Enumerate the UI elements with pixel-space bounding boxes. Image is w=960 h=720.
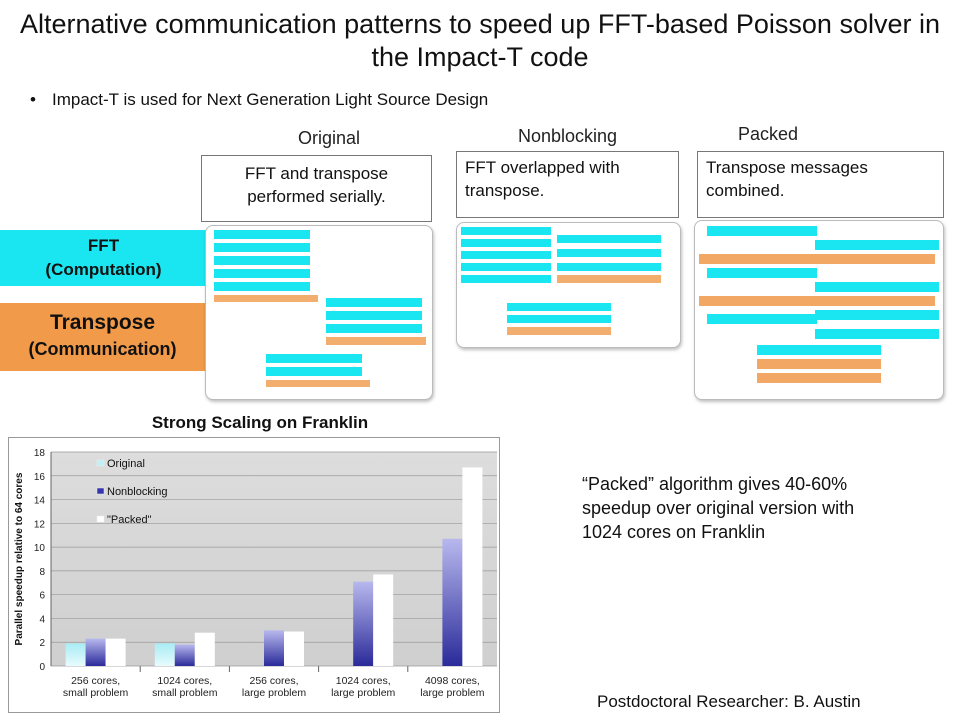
x-tick-label: small problem — [63, 687, 129, 699]
fft-legend-line1: FFT — [87, 236, 120, 255]
bullet-dot-icon: • — [30, 90, 36, 109]
chart-title: Strong Scaling on Franklin — [151, 413, 369, 432]
credit-line: Postdoctoral Researcher: B. Austin — [597, 692, 861, 711]
y-tick-label: 4 — [39, 614, 45, 625]
legend-swatch — [96, 515, 105, 523]
y-tick-label: 12 — [34, 519, 46, 530]
fft-legend-box: FFT (Computation) — [0, 230, 207, 286]
note-nonblocking: FFT overlapped with transpose. — [456, 151, 679, 218]
bar-1-4 — [442, 538, 463, 666]
transpose-legend-box: Transpose (Communication) — [0, 303, 205, 371]
bar-1-0 — [85, 638, 106, 666]
bar-2-0 — [105, 638, 126, 666]
bar-1-1 — [174, 644, 195, 666]
x-tick-label: large problem — [242, 687, 306, 699]
note-packed: Transpose messages combined. — [697, 151, 944, 218]
bar-1-2 — [264, 630, 284, 666]
y-tick-label: 2 — [39, 638, 45, 649]
column-header-packed: Packed — [738, 124, 799, 144]
x-tick-label: 1024 cores, — [336, 675, 391, 687]
x-tick-label: large problem — [331, 687, 395, 699]
bar-2-3 — [373, 574, 394, 666]
x-tick-label: large problem — [420, 687, 484, 699]
x-tick-label: 1024 cores, — [157, 675, 212, 687]
original-timeline-diagram — [205, 225, 433, 400]
packed-timeline-diagram — [694, 220, 944, 400]
transpose-legend-line2: (Communication) — [28, 339, 177, 359]
y-tick-label: 10 — [34, 543, 46, 554]
bullet-text: Impact-T is used for Next Generation Lig… — [52, 90, 489, 109]
nonblocking-timeline-diagram — [456, 222, 681, 348]
note-original: FFT and transpose performed serially. — [201, 155, 432, 222]
bar-2-1 — [194, 632, 215, 666]
slide-title: Alternative communication patterns to sp… — [20, 9, 940, 72]
original-timeline-svg — [214, 230, 426, 387]
y-tick-label: 0 — [39, 662, 45, 673]
legend-swatch — [96, 487, 105, 495]
packed-timeline-svg — [699, 226, 939, 383]
x-tick-label: small problem — [152, 687, 218, 699]
plot-area — [51, 452, 497, 666]
y-tick-label: 16 — [34, 472, 46, 483]
x-tick-label: 256 cores, — [71, 675, 120, 687]
result-statement: “Packed” algorithm gives 40-60% speedup … — [582, 474, 855, 542]
y-tick-label: 14 — [34, 496, 46, 507]
bar-2-2 — [284, 631, 304, 666]
fft-legend-line2: (Computation) — [45, 260, 162, 279]
y-tick-label: 6 — [39, 591, 45, 602]
column-header-original: Original — [298, 128, 361, 148]
x-tick-label: 256 cores, — [249, 675, 298, 687]
legend-label: "Packed" — [107, 514, 152, 526]
transpose-legend-line1: Transpose — [49, 311, 156, 334]
legend-label: Nonblocking — [107, 486, 168, 498]
column-header-nonblocking: Nonblocking — [518, 126, 618, 146]
bar-1-3 — [353, 581, 374, 666]
bar-2-4 — [462, 467, 483, 666]
bullet-item: • Impact-T is used for Next Generation Li… — [30, 90, 488, 110]
y-tick-label: 18 — [34, 448, 46, 459]
y-axis-label: Parallel speedup relative to 64 cores — [14, 472, 25, 645]
x-tick-label: 4098 cores, — [425, 675, 480, 687]
nonblocking-timeline-svg — [461, 227, 661, 335]
bar-0-1 — [154, 643, 175, 666]
y-tick-label: 8 — [39, 567, 45, 578]
legend-label: Original — [107, 458, 145, 470]
bar-0-0 — [65, 643, 86, 666]
legend-swatch — [96, 459, 105, 467]
